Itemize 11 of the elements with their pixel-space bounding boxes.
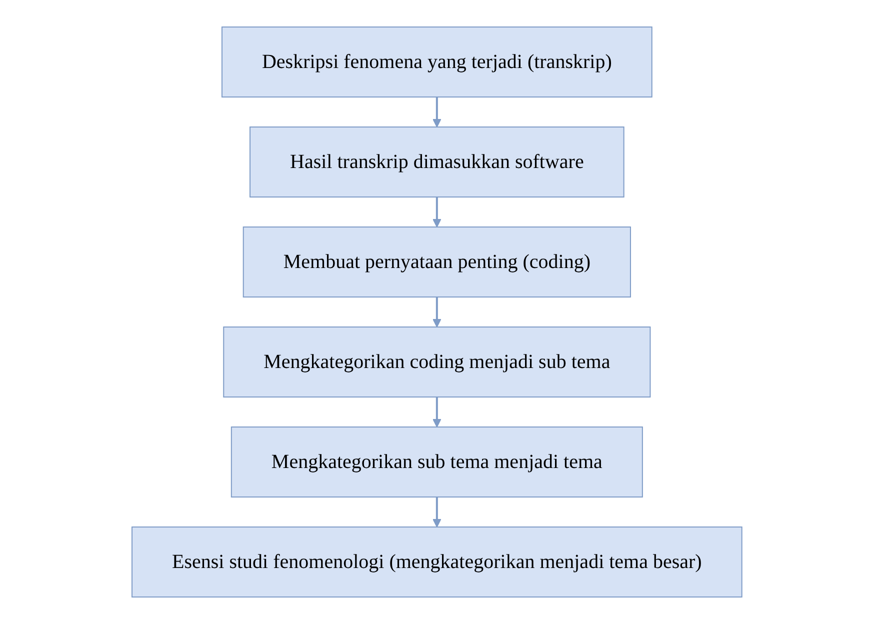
- node-box: Deskripsi fenomena yang terjadi (transkrip): [221, 26, 652, 97]
- node-box: Esensi studi fenomenologi (mengkategorikan menjadi tema besar): [131, 526, 742, 597]
- node-box: Mengkategorikan coding menjadi sub tema: [222, 326, 650, 397]
- node-box: Mengkategorikan sub tema menjadi tema: [230, 426, 642, 497]
- node-box: Membuat pernyataan penting (coding): [242, 226, 631, 297]
- arrow: [432, 296, 441, 327]
- arrow: [432, 96, 441, 127]
- node-box: Hasil transkrip dimasukkan software: [249, 126, 624, 197]
- arrow: [432, 196, 441, 227]
- arrow: [432, 496, 441, 527]
- arrow: [432, 396, 441, 427]
